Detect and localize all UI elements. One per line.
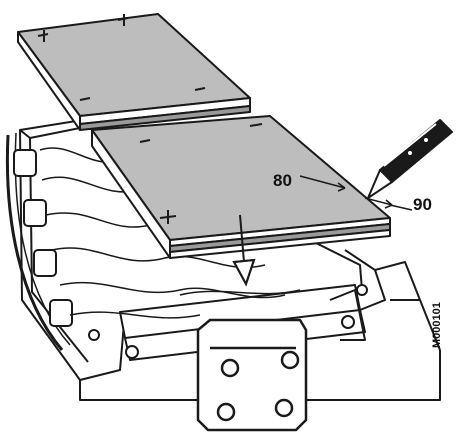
- figure-reference-code: M000101: [431, 302, 443, 348]
- left-clamp-lugs: [13, 149, 73, 327]
- insertion-arrow: [232, 214, 256, 287]
- bolt-icon: [220, 358, 240, 378]
- dimension-label-80: 80: [273, 171, 292, 190]
- side-bolts: [88, 284, 368, 359]
- dimension-label-90: 90: [413, 195, 432, 214]
- lower-filter-stack: [91, 115, 391, 259]
- upper-filter-stack: [17, 13, 251, 131]
- cutter-knife-icon: [367, 119, 453, 199]
- clamp-block: [196, 318, 308, 432]
- dimension-lines: [299, 175, 413, 211]
